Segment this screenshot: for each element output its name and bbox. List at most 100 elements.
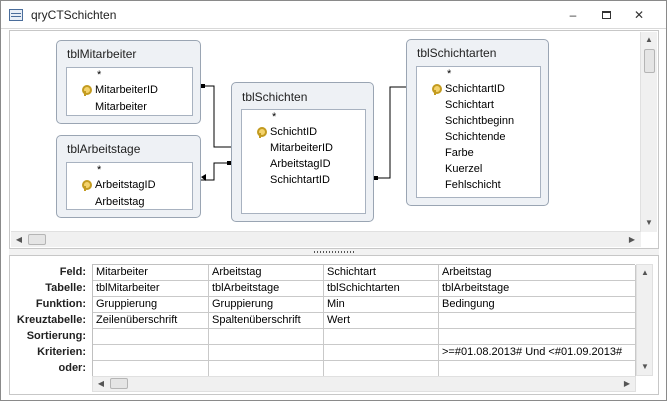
cell-oder-col1[interactable] <box>93 361 209 377</box>
cell-kriterien-col3[interactable] <box>324 345 439 361</box>
grid-horizontal-scrollbar[interactable]: ◀ ▶ <box>92 376 636 392</box>
primary-key-icon <box>256 127 267 138</box>
field-list[interactable]: * SchichtID MitarbeiterID ArbeitstagID S… <box>241 109 366 214</box>
field-Schichtbeginn[interactable]: Schichtbeginn <box>445 115 515 127</box>
scroll-up-icon[interactable]: ▲ <box>641 268 649 277</box>
cell-feld-col2[interactable]: Arbeitstag <box>209 265 324 281</box>
field-Arbeitstag[interactable]: Arbeitstag <box>95 196 145 208</box>
cell-sortierung-col3[interactable] <box>324 329 439 345</box>
cell-kreuztabelle-col1[interactable]: Zeilenüberschrift <box>93 313 209 329</box>
field-star[interactable]: * <box>97 164 102 176</box>
maximize-icon <box>601 11 611 19</box>
cell-kriterien-col1[interactable] <box>93 345 209 361</box>
field-list[interactable]: * SchichtartID Schichtart Schichtbeginn … <box>416 66 541 198</box>
primary-key-icon <box>81 85 92 96</box>
relation-end-2 <box>227 161 231 165</box>
field-SchichtartID[interactable]: SchichtartID <box>445 83 505 95</box>
scroll-up-icon[interactable]: ▲ <box>645 35 653 44</box>
field-star[interactable]: * <box>447 68 452 80</box>
query-icon <box>9 9 23 21</box>
field-MitarbeiterID[interactable]: MitarbeiterID <box>95 84 158 96</box>
field-Farbe[interactable]: Farbe <box>445 147 474 159</box>
close-button[interactable]: ✕ <box>633 8 645 22</box>
field-Kuerzel[interactable]: Kuerzel <box>445 163 483 175</box>
row-label-funktion: Funktion: <box>35 298 86 310</box>
cell-funktion-col3[interactable]: Min <box>324 297 439 313</box>
cell-kreuztabelle-col2[interactable]: Spaltenüberschrift <box>209 313 324 329</box>
table-tblSchichtarten[interactable]: tblSchichtarten * SchichtartID Schichtar… <box>406 39 549 206</box>
row-label-kreuztabelle: Kreuztabelle: <box>16 314 86 326</box>
scroll-right-icon[interactable]: ▶ <box>628 235 636 244</box>
relationship-lines <box>201 84 411 181</box>
relation-arbeitstage-schichten <box>201 162 231 181</box>
table-title: tblArbeitstage <box>67 142 141 156</box>
diagram-horizontal-scrollbar[interactable]: ◀ ▶ <box>11 231 641 247</box>
cell-tabelle-col4[interactable]: tblArbeitstage <box>439 281 636 297</box>
grid-vertical-scrollbar[interactable]: ▲ ▼ <box>636 264 653 376</box>
cell-sortierung-col1[interactable] <box>93 329 209 345</box>
cell-tabelle-col3[interactable]: tblSchichtarten <box>324 281 439 297</box>
splitter-grip[interactable] <box>314 251 354 253</box>
row-label-tabelle: Tabelle: <box>45 282 86 294</box>
cell-oder-col3[interactable] <box>324 361 439 377</box>
cell-feld-col4[interactable]: Arbeitstag <box>439 265 636 281</box>
scroll-down-icon[interactable]: ▼ <box>641 362 649 371</box>
scroll-left-icon[interactable]: ◀ <box>15 235 23 244</box>
window-title: qryCTSchichten <box>31 8 117 22</box>
row-label-kriterien: Kriterien: <box>37 346 86 358</box>
design-grid-pane[interactable]: Feld: Tabelle: Funktion: Kreuztabelle: S… <box>9 255 659 395</box>
table-title: tblSchichtarten <box>417 46 497 60</box>
table-title: tblSchichten <box>242 90 308 104</box>
scroll-left-icon[interactable]: ◀ <box>97 379 105 388</box>
relation-mitarbeiter-schichten <box>201 85 231 148</box>
cell-kreuztabelle-col4[interactable] <box>439 313 636 329</box>
field-ArbeitstagID[interactable]: ArbeitstagID <box>270 158 331 170</box>
field-MitarbeiterID[interactable]: MitarbeiterID <box>270 142 333 154</box>
query-design-grid[interactable]: Mitarbeiter tblMitarbeiter Gruppierung Z… <box>92 264 636 377</box>
scroll-right-icon[interactable]: ▶ <box>623 379 631 388</box>
minimize-button[interactable]: – <box>569 8 577 22</box>
scroll-thumb[interactable] <box>28 234 46 245</box>
cell-kriterien-col4[interactable]: >=#01.08.2013# Und <#01.09.2013# <box>439 345 636 361</box>
cell-funktion-col4[interactable]: Bedingung <box>439 297 636 313</box>
cell-kreuztabelle-col3[interactable]: Wert <box>324 313 439 329</box>
maximize-button[interactable] <box>595 7 617 23</box>
table-tblMitarbeiter[interactable]: tblMitarbeiter * MitarbeiterID Mitarbeit… <box>56 40 201 124</box>
cell-oder-col2[interactable] <box>209 361 324 377</box>
field-list[interactable]: * ArbeitstagID Arbeitstag <box>66 162 193 210</box>
table-tblArbeitstage[interactable]: tblArbeitstage * ArbeitstagID Arbeitstag <box>56 135 201 218</box>
field-SchichtID[interactable]: SchichtID <box>270 126 318 138</box>
table-diagram-pane[interactable]: tblMitarbeiter * MitarbeiterID Mitarbeit… <box>9 30 659 249</box>
cell-feld-col1[interactable]: Mitarbeiter <box>93 265 209 281</box>
scroll-thumb[interactable] <box>644 49 655 73</box>
cell-funktion-col1[interactable]: Gruppierung <box>93 297 209 313</box>
field-star[interactable]: * <box>97 69 102 81</box>
scroll-down-icon[interactable]: ▼ <box>645 218 653 227</box>
cell-funktion-col2[interactable]: Gruppierung <box>209 297 324 313</box>
field-list[interactable]: * MitarbeiterID Mitarbeiter <box>66 67 193 116</box>
field-Schichtende[interactable]: Schichtende <box>445 131 506 143</box>
primary-key-icon <box>431 84 442 95</box>
field-Schichtart[interactable]: Schichtart <box>445 99 494 111</box>
field-SchichtartID[interactable]: SchichtartID <box>270 174 330 186</box>
pane-splitter[interactable] <box>9 249 659 255</box>
cell-tabelle-col2[interactable]: tblArbeitstage <box>209 281 324 297</box>
diagram-vertical-scrollbar[interactable]: ▲ ▼ <box>640 32 657 232</box>
cell-feld-col3[interactable]: Schichtart <box>324 265 439 281</box>
field-Mitarbeiter[interactable]: Mitarbeiter <box>95 101 147 113</box>
cell-sortierung-col2[interactable] <box>209 329 324 345</box>
relation-end-1 <box>201 84 205 88</box>
title-bar: qryCTSchichten – ✕ <box>1 1 666 29</box>
scroll-thumb[interactable] <box>110 378 128 389</box>
field-star[interactable]: * <box>272 111 277 123</box>
field-Fehlschicht[interactable]: Fehlschicht <box>445 179 501 191</box>
cell-sortierung-col4[interactable] <box>439 329 636 345</box>
field-ArbeitstagID[interactable]: ArbeitstagID <box>95 179 156 191</box>
cell-oder-col4[interactable] <box>439 361 636 377</box>
table-tblSchichten[interactable]: tblSchichten * SchichtID MitarbeiterID A… <box>231 82 374 222</box>
row-label-oder: oder: <box>58 362 87 374</box>
relation-arrow-2 <box>201 174 206 181</box>
cell-kriterien-col2[interactable] <box>209 345 324 361</box>
row-label-feld: Feld: <box>59 266 86 278</box>
cell-tabelle-col1[interactable]: tblMitarbeiter <box>93 281 209 297</box>
